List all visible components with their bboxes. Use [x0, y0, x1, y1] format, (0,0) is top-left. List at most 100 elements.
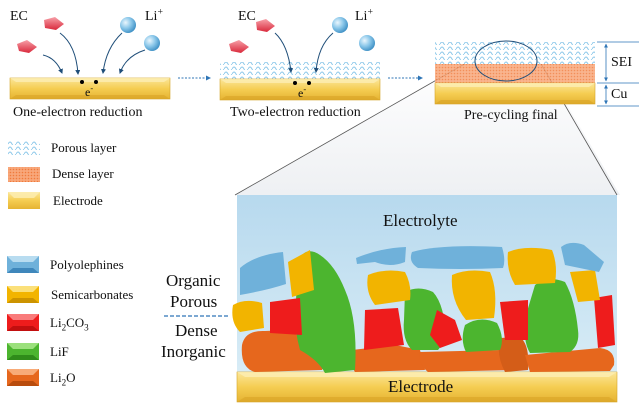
electron-dot — [94, 80, 98, 84]
legend-label-li2co3: Li2CO3 — [50, 315, 89, 332]
label-part: CO — [66, 315, 85, 330]
ec-molecule-icon — [44, 17, 64, 30]
legend-label-polyolephines: Polyolephines — [50, 257, 124, 272]
legend-label-lif: LiF — [50, 344, 69, 359]
electron-text: e — [85, 85, 91, 99]
particle-polyolephine — [410, 246, 505, 269]
particle-li2co3 — [500, 300, 528, 340]
electron-dot — [293, 81, 297, 85]
legend-label-li2o: Li2O — [50, 370, 76, 387]
legend-swatch-polyolephines — [7, 256, 39, 273]
electron-text: e — [298, 86, 304, 100]
electron-dot — [307, 81, 311, 85]
arrow-icon — [118, 49, 146, 74]
caption-one-electron: One-electron reduction — [13, 105, 143, 120]
particle-polyolephine — [356, 247, 406, 265]
particle-semicarbonate — [507, 247, 556, 285]
arrow-icon — [59, 32, 81, 75]
particle-semicarbonate — [367, 270, 411, 305]
zoom-circle — [474, 40, 538, 82]
cu-label: Cu — [611, 87, 628, 102]
particle-li2co3 — [430, 310, 462, 348]
particle-lif — [462, 319, 502, 352]
legend-swatch-porous — [8, 140, 40, 155]
electrode-bar — [9, 77, 171, 100]
label-part: O — [66, 370, 76, 385]
particle-li2co3 — [364, 308, 404, 350]
legend-swatch-electrode — [8, 192, 40, 209]
particle-semicarbonate — [288, 250, 314, 297]
ec-molecule-icon — [229, 40, 249, 53]
li-ion-icon — [120, 17, 136, 33]
li-text: Li — [145, 9, 158, 24]
particle-lif — [524, 279, 579, 353]
particle-li2co3 — [270, 298, 302, 335]
ec-label: EC — [10, 9, 28, 24]
arrow-icon — [100, 32, 123, 74]
label-subscript: 2 — [61, 322, 67, 333]
particle-semicarbonate — [232, 300, 264, 332]
electron-label: e- — [298, 85, 307, 100]
label-subscript: 2 — [61, 377, 67, 388]
particle-polyolephine — [561, 242, 604, 272]
li-charge: + — [157, 6, 163, 18]
detail-electrode — [236, 371, 618, 403]
label-part: Li — [50, 315, 62, 330]
particle-li2o — [498, 337, 529, 372]
li-charge: + — [367, 6, 373, 18]
legend-label-porous: Porous layer — [51, 140, 117, 155]
li-ion-icon — [359, 35, 375, 51]
stage-two-electron — [219, 17, 381, 101]
particle-li2o — [525, 348, 615, 372]
dense-label: Dense — [175, 321, 218, 340]
inorganic-label: Inorganic — [161, 342, 226, 361]
li-ion-icon — [144, 35, 160, 51]
particle-semicarbonate — [570, 270, 600, 302]
legend-swatch-semicarbonates — [7, 286, 39, 303]
legend-label-semicarbonates: Semicarbonates — [51, 287, 134, 302]
legend-swatch-dense — [8, 167, 40, 182]
porous-layer — [220, 62, 380, 79]
caption-two-electron: Two-electron reduction — [230, 105, 361, 120]
particle-polyolephine — [240, 252, 286, 295]
particle-semicarbonate — [451, 270, 496, 320]
stage-one-electron — [9, 17, 171, 100]
caption-pre-cycling-final: Pre-cycling final — [464, 108, 558, 123]
legend-swatch-li2o — [7, 369, 39, 386]
electrolyte-label: Electrolyte — [383, 211, 458, 230]
particle-li2o — [241, 330, 325, 372]
arrow-icon — [274, 32, 294, 73]
li-label: Li+ — [145, 7, 163, 24]
legend-label-dense: Dense layer — [52, 166, 114, 181]
ec-molecule-icon — [17, 40, 37, 53]
sei-label: SEI — [611, 55, 632, 70]
li-text: Li — [355, 9, 368, 24]
zoom-line-left — [234, 61, 469, 196]
li-label: Li+ — [355, 7, 373, 24]
particle-li2o — [350, 345, 425, 372]
legend-label-electrode: Electrode — [53, 193, 103, 208]
electron-label: e- — [85, 84, 94, 99]
electron-charge: - — [303, 85, 307, 94]
label-part: Li — [50, 370, 62, 385]
legend-swatch-lif — [7, 343, 39, 360]
label-subscript: 3 — [84, 322, 89, 333]
legend-swatch-li2co3 — [7, 314, 39, 331]
electron-dot — [80, 80, 84, 84]
ec-label: EC — [238, 9, 256, 24]
arrow-icon — [313, 32, 334, 73]
electron-charge: - — [90, 84, 94, 93]
stage-final — [434, 40, 639, 107]
detail-panel — [232, 195, 618, 403]
electrode-bar — [219, 78, 381, 101]
arrow-icon — [42, 54, 63, 74]
electrode-bar — [434, 82, 596, 105]
porous-label: Porous — [170, 292, 218, 311]
detail-electrode-label: Electrode — [388, 377, 454, 396]
ec-molecule-icon — [256, 19, 275, 32]
li-ion-icon — [332, 17, 348, 33]
organic-label: Organic — [166, 271, 221, 290]
dense-layer — [435, 64, 595, 83]
particle-li2o — [419, 350, 515, 372]
